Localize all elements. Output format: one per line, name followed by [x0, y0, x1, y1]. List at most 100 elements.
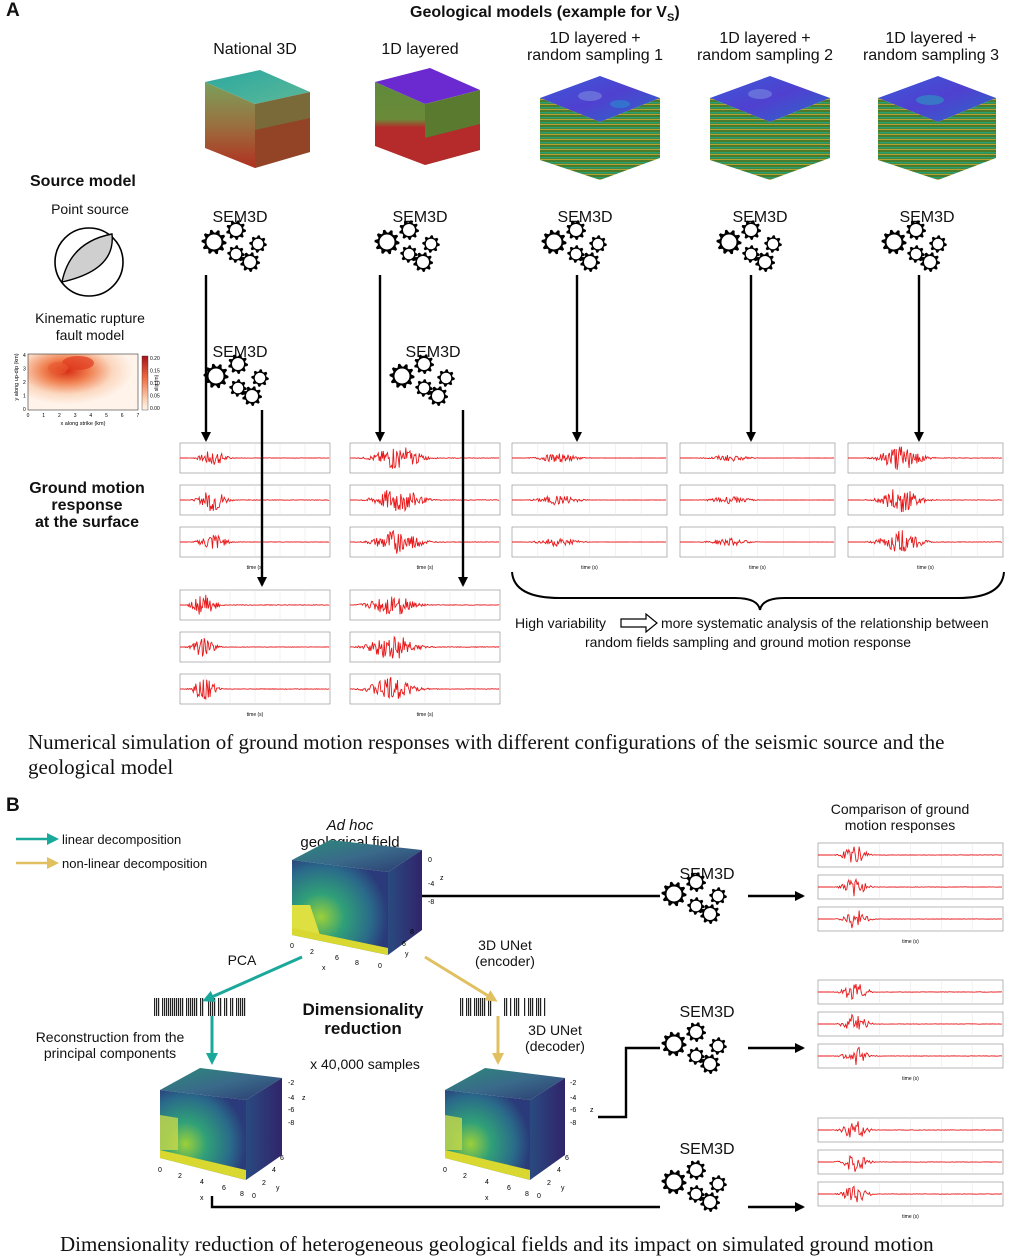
slip-heatmap: y along up-dip (km) x along strike (km) … — [14, 353, 160, 427]
gear-hole — [394, 368, 410, 384]
heatmap-x-tick: 1 — [42, 413, 45, 419]
waveform-panel — [817, 1117, 1004, 1143]
model-label-random2: 1D layered + random sampling 2 — [696, 30, 834, 64]
barcode-bar — [224, 998, 226, 1016]
waveform-panel: time (s) — [179, 673, 331, 718]
barcode-bar — [536, 998, 538, 1016]
barcode-bar — [466, 998, 468, 1016]
waveform-trace — [349, 596, 500, 615]
pca-x-8: 8 — [240, 1191, 244, 1198]
waveform-trace — [179, 638, 330, 657]
unet-x-6: 6 — [507, 1185, 511, 1192]
barcode-bar — [504, 998, 506, 1016]
arrow-unet-encoder — [424, 955, 498, 1002]
cube-unet-reconstruction: -2 -4 -6 -8 z 0 2 4 6 8 x 0 2 4 6 y — [443, 1068, 594, 1202]
waveform-trace — [179, 594, 330, 615]
unet-z-2: -2 — [570, 1080, 576, 1087]
pca-x-axis: x — [200, 1195, 204, 1202]
barcode-bar — [474, 998, 476, 1016]
barcode-bar — [484, 998, 486, 1016]
barcode-bar — [158, 998, 160, 1016]
time-axis-label: time (s) — [902, 939, 919, 945]
gear-hole — [254, 372, 266, 384]
gear-hole — [403, 248, 415, 260]
barcode-bar — [244, 998, 246, 1016]
ground-motion-heading: Ground motion response at the surface — [29, 480, 145, 531]
waveform-trace — [512, 537, 667, 548]
barcode-bar — [476, 998, 478, 1016]
pca-y-4: 4 — [272, 1167, 276, 1174]
pca-z-axis: z — [302, 1095, 306, 1102]
barcode-bar — [210, 998, 212, 1016]
solver-label-b2: SEM3D — [679, 1004, 735, 1021]
cube-random-1 — [540, 76, 660, 180]
pca-y-6: 6 — [280, 1155, 284, 1162]
waveform-panel — [817, 979, 1004, 1005]
gear-hole — [570, 248, 582, 260]
gear-hole — [379, 234, 395, 250]
unet-y-0: 0 — [537, 1193, 541, 1200]
gear-hole — [745, 248, 757, 260]
gear-hole — [570, 224, 582, 236]
barcode-bar — [202, 998, 204, 1016]
waveform-panel: time (s) — [349, 673, 501, 718]
panel-a-arrows — [201, 275, 924, 587]
waveform-trace — [512, 494, 667, 506]
cube-random-3 — [878, 76, 996, 180]
cube-adhoc-field: 0 -4 -8 z 0 2 6 8 x 0 6 8 y — [290, 840, 444, 972]
gear-hole — [712, 890, 724, 902]
waveform-trace — [680, 537, 835, 547]
gear-hole — [712, 1040, 724, 1052]
heatmap-cbar-tick: 0.15 — [150, 369, 160, 375]
panel-b-arrows — [210, 891, 805, 1212]
arrow-pca — [202, 955, 303, 1002]
gears-icon — [881, 220, 947, 272]
barcode-bar — [516, 998, 518, 1016]
unet-z-4: -4 — [570, 1095, 576, 1102]
barcode-bar — [200, 998, 202, 1016]
barcode-bar — [156, 998, 158, 1016]
barcode-bar — [218, 998, 220, 1016]
waveform-trace — [848, 446, 1003, 470]
caption-b: Dimensionality reduction of heterogeneou… — [60, 1232, 934, 1256]
gear-hole — [252, 238, 264, 250]
waveform-panel: time (s) — [511, 526, 668, 571]
panel-b-letter: B — [6, 795, 20, 816]
gear-hole — [690, 1050, 702, 1062]
waveform-panel — [679, 442, 836, 474]
samples-label: x 40,000 samples — [310, 1056, 420, 1072]
model-label-1d: 1D layered — [381, 41, 459, 58]
barcode-bar — [170, 998, 172, 1016]
time-axis-label: time (s) — [749, 565, 766, 571]
barcode-bar — [226, 998, 228, 1016]
time-axis-label: time (s) — [902, 1076, 919, 1082]
waveform-trace — [349, 677, 500, 700]
waveform-panel — [817, 1011, 1004, 1037]
gears-icon — [661, 872, 727, 924]
curly-brace — [511, 571, 1005, 611]
barcode-bar — [164, 998, 166, 1016]
waveform-panel — [511, 442, 668, 474]
unet-decoder-label: 3D UNet (decoder) — [525, 1022, 585, 1054]
barcode-bar — [480, 998, 482, 1016]
waveform-panel: time (s) — [817, 1043, 1004, 1082]
pca-y-0: 0 — [252, 1193, 256, 1200]
gears-icon — [374, 220, 440, 272]
barcode-bar — [240, 998, 242, 1016]
gear-hole — [690, 900, 702, 912]
gear-hole — [418, 382, 430, 394]
heatmap-x-tick: 3 — [74, 413, 77, 419]
gears-icon — [541, 220, 607, 272]
barcode-bar — [214, 998, 216, 1016]
cube-national-3d — [205, 70, 310, 168]
unet-y-2: 2 — [547, 1180, 551, 1187]
unet-x-2: 2 — [463, 1173, 467, 1180]
legend-linear-label: linear decomposition — [62, 832, 182, 847]
barcode-bar — [470, 998, 472, 1016]
gear-hole — [208, 368, 224, 384]
barcode-bar — [524, 998, 526, 1016]
model-label-random1: 1D layered + random sampling 1 — [526, 30, 664, 64]
